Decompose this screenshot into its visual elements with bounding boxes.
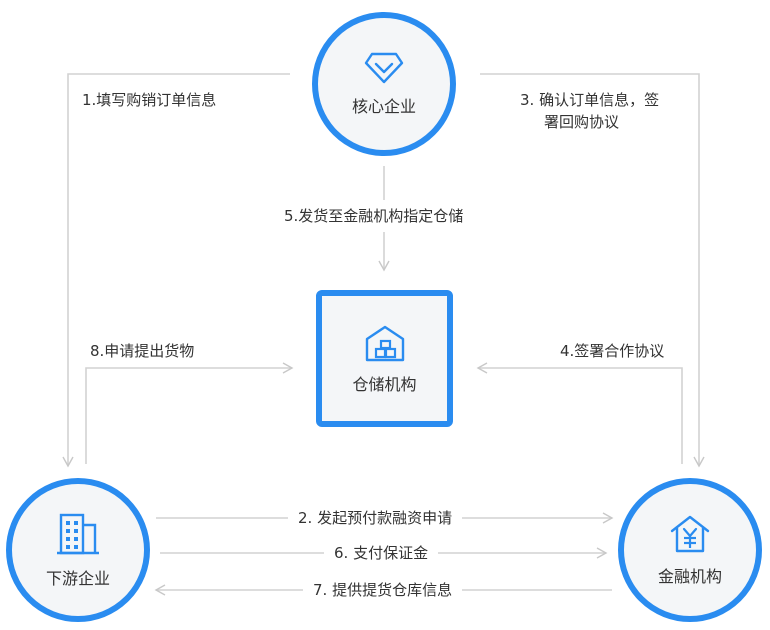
warehouse-label: 仓储机构 bbox=[352, 374, 417, 394]
step-3-label-line1: 3. 确认订单信息，签 bbox=[520, 91, 660, 109]
yen-house-icon bbox=[670, 515, 710, 553]
building-icon bbox=[57, 513, 99, 555]
warehouse-node[interactable]: 仓储机构 bbox=[316, 290, 453, 427]
financial-institution-label: 金融机构 bbox=[657, 567, 722, 586]
core-enterprise-label: 核心企业 bbox=[351, 97, 416, 116]
step-4-label: 4.签署合作协议 bbox=[560, 342, 665, 360]
step-5-label: 5.发货至金融机构指定仓储 bbox=[284, 205, 464, 227]
downstream-enterprise-label: 下游企业 bbox=[45, 569, 110, 588]
warehouse-icon bbox=[365, 325, 404, 361]
flow-line-3 bbox=[480, 73, 705, 468]
step-8-label: 8.申请提出货物 bbox=[90, 342, 195, 360]
core-enterprise-node[interactable]: 核心企业 bbox=[312, 12, 456, 156]
flow-line-8 bbox=[85, 362, 294, 464]
step-3-label-line2: 署回购协议 bbox=[544, 113, 620, 131]
step-6-label: 6. 支付保证金 bbox=[324, 542, 439, 564]
financial-institution-node[interactable]: 金融机构 bbox=[618, 478, 762, 622]
step-7-label: 7. 提供提货仓库信息 bbox=[303, 579, 463, 601]
flow-line-1 bbox=[62, 73, 290, 468]
downstream-enterprise-node[interactable]: 下游企业 bbox=[6, 478, 150, 622]
diamond-icon bbox=[364, 52, 404, 84]
step-1-label: 1.填写购销订单信息 bbox=[82, 91, 217, 109]
step-2-label: 2. 发起预付款融资申请 bbox=[288, 507, 463, 529]
flow-line-4 bbox=[476, 362, 683, 464]
